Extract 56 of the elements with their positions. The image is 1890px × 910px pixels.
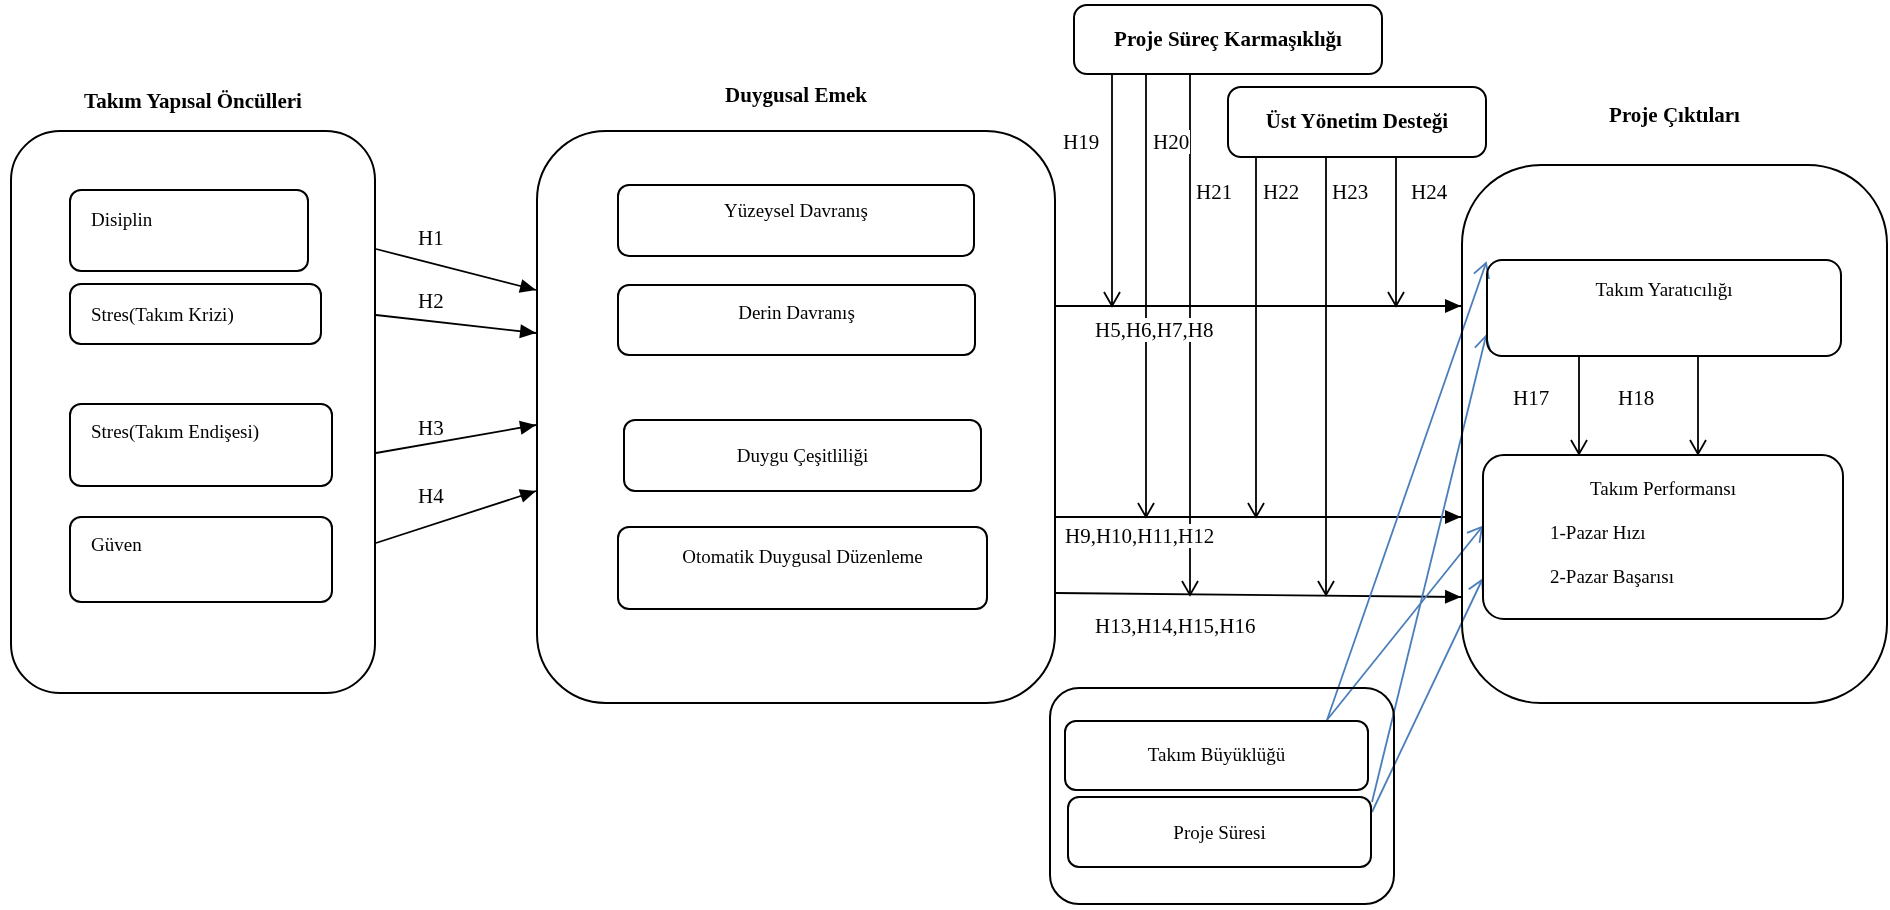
arrow <box>375 314 537 339</box>
arrow <box>1387 157 1405 307</box>
concept-box <box>617 284 976 356</box>
arrow <box>1181 74 1199 596</box>
arrow <box>1103 74 1121 307</box>
concept-box <box>1067 796 1372 868</box>
moderator-box <box>1073 4 1383 75</box>
arrow <box>1055 589 1462 604</box>
concept-box <box>617 184 975 257</box>
arrow <box>1689 356 1707 455</box>
box-label: Takım Performansı <box>1590 478 1736 500</box>
box-label: Stres(Takım Endişesi) <box>91 421 260 443</box>
arrow <box>375 420 537 454</box>
arrow <box>1326 526 1483 721</box>
list-item: 1-Pazar Hızı <box>1550 522 1646 544</box>
arrow <box>375 489 537 544</box>
box-label: Derin Davranış <box>738 302 855 324</box>
box-label: Güven <box>91 534 142 556</box>
list-item: 2-Pazar Başarısı <box>1550 566 1674 588</box>
box-label: Yüzeysel Davranış <box>724 200 868 222</box>
arrow <box>1317 157 1335 596</box>
concept-box <box>1486 259 1842 357</box>
concept-box <box>617 526 988 610</box>
moderator-box <box>1227 86 1487 158</box>
arrow <box>1055 299 1462 313</box>
concept-box <box>69 189 309 272</box>
arrow <box>1371 579 1485 813</box>
edge-label: H5,H6,H7,H8 <box>1094 318 1215 342</box>
box-label: Otomatik Duygusal Düzenleme <box>682 546 923 568</box>
concept-box <box>1482 454 1844 620</box>
box-label: Üst Yönetim Desteği <box>1265 110 1449 132</box>
arrow <box>1247 157 1265 518</box>
group-heading: Proje Çıktıları <box>1608 104 1741 126</box>
box-label: Takım Yaratıcılığı <box>1595 279 1733 301</box>
concept-box <box>69 283 322 345</box>
arrow <box>1570 356 1588 455</box>
concept-box <box>69 516 333 603</box>
arrow <box>1055 510 1462 524</box>
edge-label: H20 <box>1152 130 1191 154</box>
box-label: Proje Süresi <box>1173 822 1266 844</box>
box-label: Duygu Çeşitliliği <box>736 445 869 467</box>
concept-box <box>1064 720 1369 791</box>
group-heading: Duygusal Emek <box>724 84 868 106</box>
arrow <box>1137 74 1155 518</box>
concept-box <box>69 403 333 487</box>
box-label: Disiplin <box>91 209 153 231</box>
box-label: Takım Büyüklüğü <box>1147 744 1286 766</box>
concept-box <box>623 419 982 492</box>
box-label: Proje Süreç Karmaşıklığı <box>1114 28 1342 50</box>
edge-label: H9,H10,H11,H12 <box>1064 524 1216 548</box>
box-label: Stres(Takım Krizi) <box>91 304 234 326</box>
arrow <box>1371 335 1492 803</box>
group-heading: Takım Yapısal Öncülleri <box>83 90 303 112</box>
arrow <box>1326 262 1490 721</box>
arrow <box>375 248 537 293</box>
group-box <box>1049 687 1395 905</box>
